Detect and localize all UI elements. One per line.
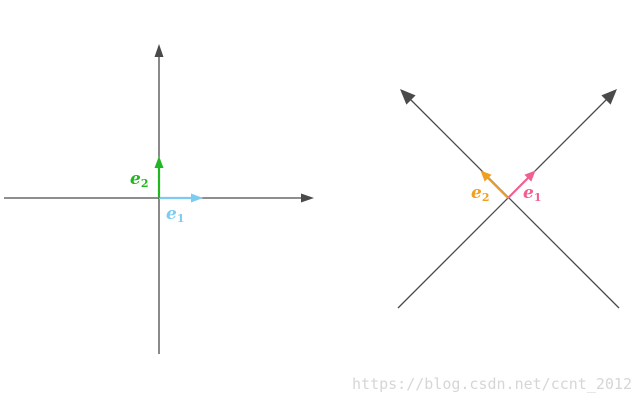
right-e1-shaft (507, 175, 531, 199)
right-e2-vector (480, 170, 509, 199)
right-axis-descending (406, 95, 620, 309)
left-e1-vector (159, 193, 203, 203)
left-e1-label: e1 (166, 204, 184, 225)
left-coordinate-system: e2 e1 (4, 44, 314, 354)
left-e2-vector (154, 156, 164, 198)
right-e2-shaft (485, 175, 509, 199)
right-axis-ascending (397, 95, 611, 309)
right-e1-arrowhead (524, 170, 536, 182)
right-e1-vector (507, 170, 536, 199)
left-x-axis-arrowhead (301, 193, 314, 203)
right-e2-arrowhead (480, 170, 492, 182)
right-coordinate-system: e2 e1 (397, 89, 620, 309)
right-e2-label: e2 (471, 183, 489, 204)
right-axis-ascending-arrowhead (601, 89, 617, 105)
right-e1-label: e1 (523, 183, 541, 204)
left-y-axis-arrowhead (154, 44, 164, 57)
watermark-text: https://blog.csdn.net/ccnt_2012 (352, 375, 632, 393)
left-e2-label: e2 (130, 169, 148, 190)
right-axis-descending-arrowhead (400, 89, 416, 105)
left-e2-arrowhead (154, 156, 164, 168)
left-e1-arrowhead (191, 193, 203, 203)
